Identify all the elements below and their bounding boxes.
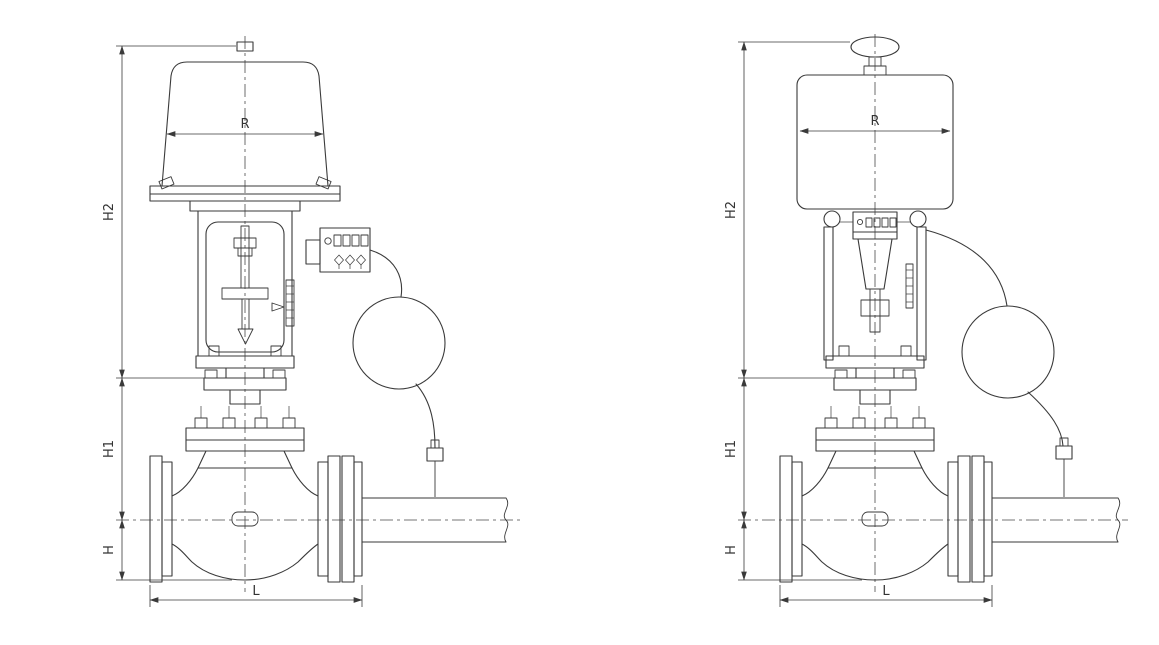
- flange-nut: [254, 417, 268, 429]
- bolt: [900, 345, 912, 357]
- dimensions-right: H2 H1 H R L: [724, 41, 993, 607]
- flange-nut: [282, 417, 296, 429]
- bonnet-neck: [229, 389, 261, 405]
- dim-label-h1-right: H1: [724, 440, 739, 458]
- electric-actuator-group: [796, 36, 954, 210]
- dim-label-h-right: H: [724, 545, 739, 555]
- dim-label-r-left: R: [240, 117, 249, 132]
- actuator-housing: [796, 74, 954, 210]
- clamp-lug-left: [158, 176, 175, 190]
- body-bowl: [801, 543, 949, 581]
- dim-label-l-right: L: [882, 584, 890, 599]
- pipe-break-line: [1115, 497, 1121, 543]
- yoke-top-plate: [189, 200, 301, 212]
- flange-nut: [824, 417, 838, 429]
- bonnet-neck: [859, 389, 891, 405]
- bolt: [208, 345, 220, 357]
- positioner-button: [356, 254, 366, 266]
- stem-cone: [857, 238, 893, 290]
- cable-gland: [426, 447, 444, 462]
- cable-coil: [352, 296, 446, 390]
- pipe-break-line: [503, 497, 509, 543]
- pipe-companion-flange: [971, 455, 985, 583]
- cable-group-right: [925, 229, 1073, 497]
- gland-nut: [272, 369, 286, 379]
- cable-upper: [369, 249, 403, 298]
- positioner-bracket: [305, 239, 321, 265]
- flange-nut: [912, 417, 926, 429]
- positioner-button: [334, 254, 344, 266]
- gland-nut: [902, 369, 916, 379]
- flange-nut: [222, 417, 236, 429]
- valve-body-right: [779, 455, 1121, 583]
- actuator-dome: [161, 61, 329, 187]
- figure-left-valve: H2 H1 H R L: [102, 36, 520, 607]
- dim-label-r-right: R: [870, 114, 879, 129]
- stem-coupling: [860, 299, 890, 317]
- yoke-column-right: [916, 226, 927, 361]
- cable-group-left: [352, 249, 446, 497]
- dim-label-h1-left: H1: [102, 440, 117, 458]
- outlet-flange: [957, 455, 971, 583]
- body-bowl: [171, 543, 319, 581]
- yoke-window: [205, 221, 285, 353]
- gland-nut: [204, 369, 218, 379]
- cable-lower: [1027, 391, 1064, 447]
- yoke-group-left: [189, 200, 301, 357]
- gland-nut: [834, 369, 848, 379]
- outlet-flange: [327, 455, 341, 583]
- inlet-flange: [779, 455, 793, 583]
- flange-nut: [884, 417, 898, 429]
- flange-nut: [852, 417, 866, 429]
- body-boss: [231, 511, 259, 527]
- yoke-column-left: [823, 226, 834, 361]
- clamp-lug-right: [315, 176, 332, 190]
- positioner-group-left: [305, 227, 371, 273]
- cable-coil: [961, 305, 1055, 399]
- cable-lower: [415, 383, 436, 449]
- body-boss: [861, 511, 889, 527]
- yoke-pin-right: [909, 210, 927, 228]
- positioner-button: [345, 254, 355, 266]
- dim-label-h-left: H: [102, 545, 117, 555]
- bonnet-stack-right: [815, 345, 935, 469]
- cable-gland: [1055, 445, 1073, 460]
- pipe-companion-flange: [341, 455, 355, 583]
- dim-label-h2-left: H2: [102, 203, 117, 221]
- bolt: [270, 345, 282, 357]
- yoke-pin-left: [823, 210, 841, 228]
- travel-scale: [285, 279, 295, 327]
- travel-pointer: [271, 302, 285, 312]
- dim-label-h2-right: H2: [724, 201, 739, 219]
- yoke-group-right: [823, 210, 927, 361]
- figure-right-valve: H2 H1 H R L: [724, 34, 1128, 607]
- valve-stem: [869, 288, 881, 333]
- actuator-vent-cap: [236, 41, 254, 52]
- bolt: [838, 345, 850, 357]
- positioner-indicator-lamp: [324, 237, 332, 245]
- dim-label-l-left: L: [252, 584, 260, 599]
- valve-body-left: [149, 455, 509, 583]
- cable-upper: [925, 229, 1008, 307]
- stem-cone: [237, 328, 254, 345]
- flange-nut: [194, 417, 208, 429]
- dimensions-left: H2 H1 H R L: [102, 45, 363, 607]
- inlet-flange: [149, 455, 163, 583]
